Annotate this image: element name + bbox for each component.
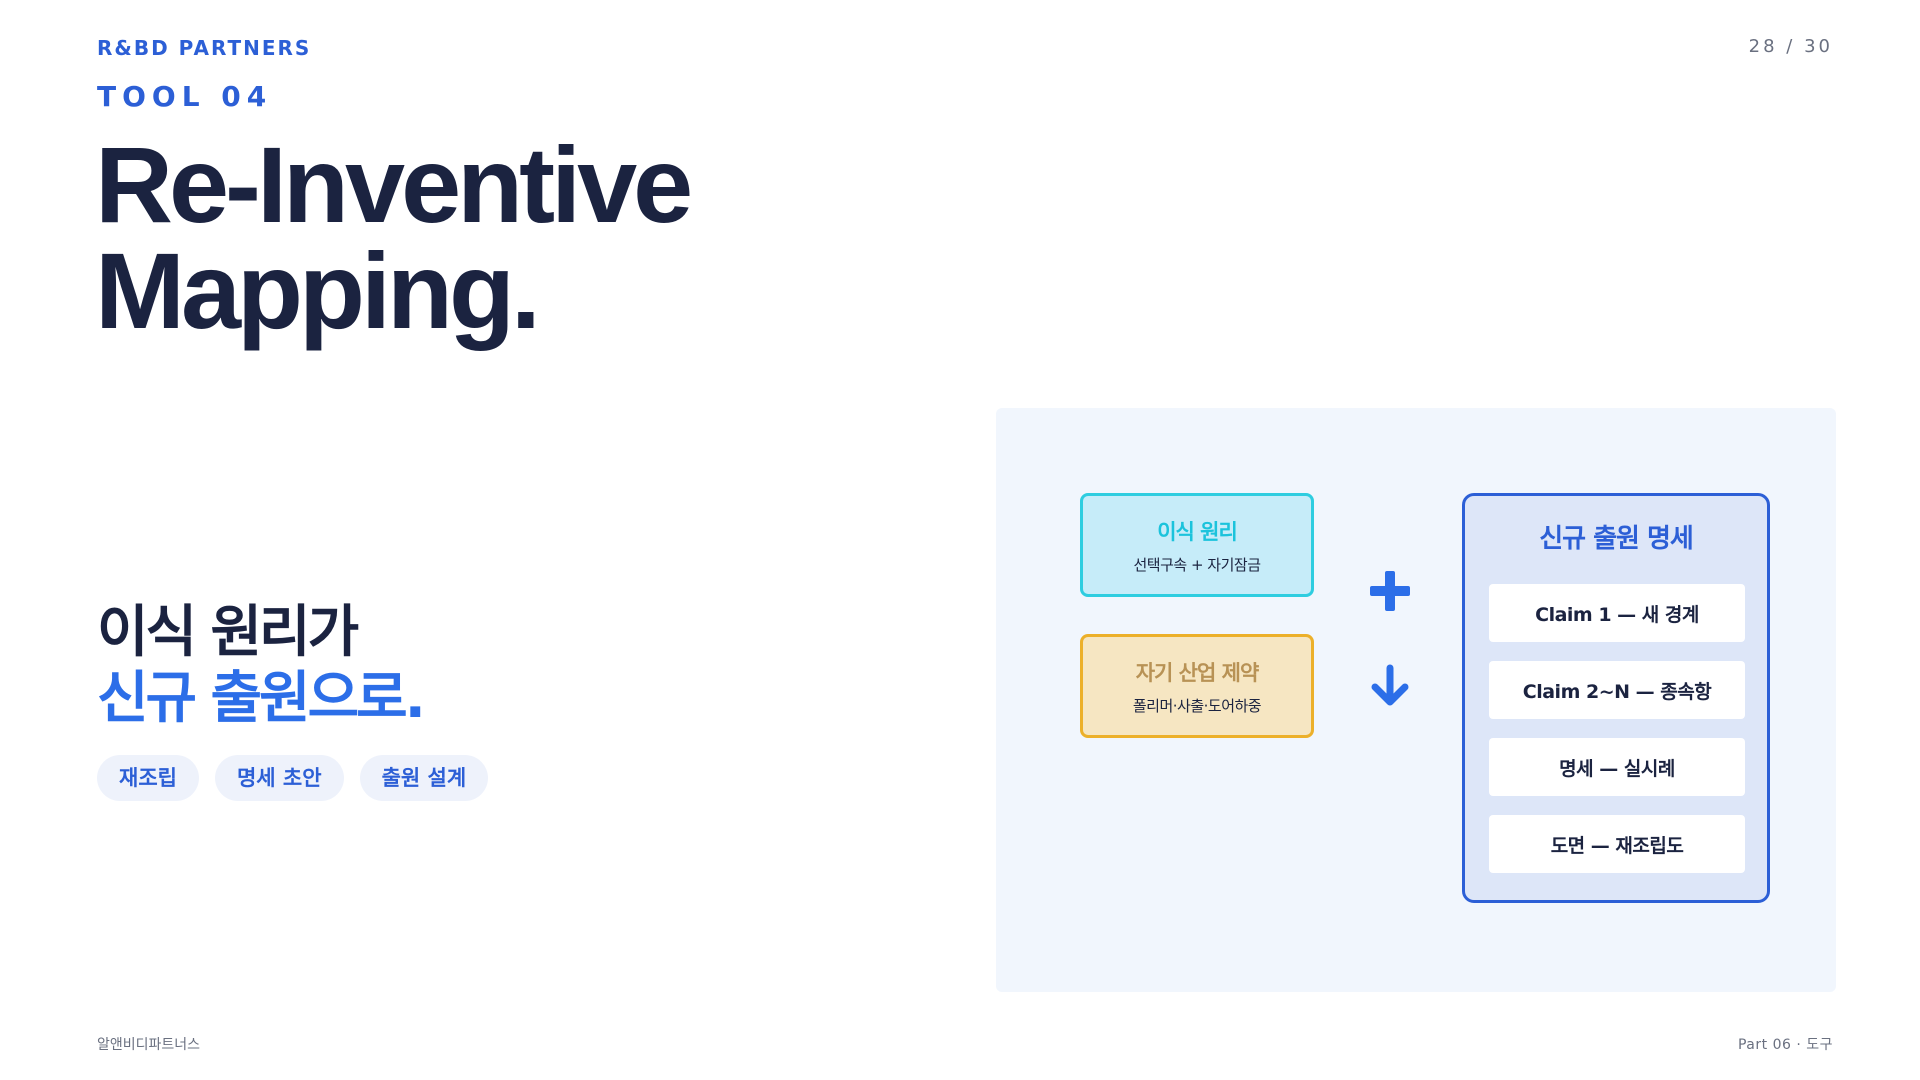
page-number: 28 / 30 xyxy=(1748,36,1833,57)
spec-item-list: Claim 1 — 새 경계 Claim 2~N — 종속항 명세 — 실시례 … xyxy=(1489,584,1745,892)
footer-company: 알앤비디파트너스 xyxy=(97,1037,201,1053)
subtitle: 이식 원리가 신규 출원으로. xyxy=(97,600,426,732)
mapping-diagram: 이식 원리 선택구속 + 자기잠금 자기 산업 제약 폴리머·사출·도어하중 신… xyxy=(996,408,1836,992)
arrow-down-icon xyxy=(1371,664,1409,706)
footer-section: Part 06 · 도구 xyxy=(1737,1037,1833,1053)
tag-list: 재조립 명세 초안 출원 설계 xyxy=(97,755,489,801)
spec-item-embodiment: 명세 — 실시례 xyxy=(1489,738,1745,796)
subtitle-line-2: 신규 출원으로. xyxy=(97,666,426,731)
transplant-principle-subtitle: 선택구속 + 자기잠금 xyxy=(1133,555,1261,574)
spec-item-claim-1: Claim 1 — 새 경계 xyxy=(1489,584,1745,642)
brand-name: R&BD PARTNERS xyxy=(97,36,312,60)
page-title-line-2: Mapping. xyxy=(95,230,541,351)
spec-item-drawing: 도면 — 재조립도 xyxy=(1489,815,1745,873)
plus-icon xyxy=(1370,571,1410,611)
transplant-principle-box: 이식 원리 선택구속 + 자기잠금 xyxy=(1080,493,1314,597)
spec-item-claim-2-n: Claim 2~N — 종속항 xyxy=(1489,661,1745,719)
tag-filing-design: 출원 설계 xyxy=(359,755,489,801)
industry-constraint-subtitle: 폴리머·사출·도어하중 xyxy=(1132,696,1262,715)
tag-spec-draft: 명세 초안 xyxy=(214,755,344,801)
tool-label: TOOL 04 xyxy=(97,80,273,113)
new-filing-spec-title: 신규 출원 명세 xyxy=(1539,524,1694,554)
industry-constraint-box: 자기 산업 제약 폴리머·사출·도어하중 xyxy=(1080,634,1314,738)
page-title: Re-Inventive Mapping. xyxy=(95,124,693,351)
industry-constraint-title: 자기 산업 제약 xyxy=(1135,660,1260,685)
new-filing-spec-box: 신규 출원 명세 Claim 1 — 새 경계 Claim 2~N — 종속항 … xyxy=(1462,493,1770,903)
tag-reassembly: 재조립 xyxy=(97,755,199,801)
transplant-principle-title: 이식 원리 xyxy=(1157,519,1238,544)
page-title-line-1: Re-Inventive xyxy=(95,124,693,245)
subtitle-line-1: 이식 원리가 xyxy=(97,600,359,665)
